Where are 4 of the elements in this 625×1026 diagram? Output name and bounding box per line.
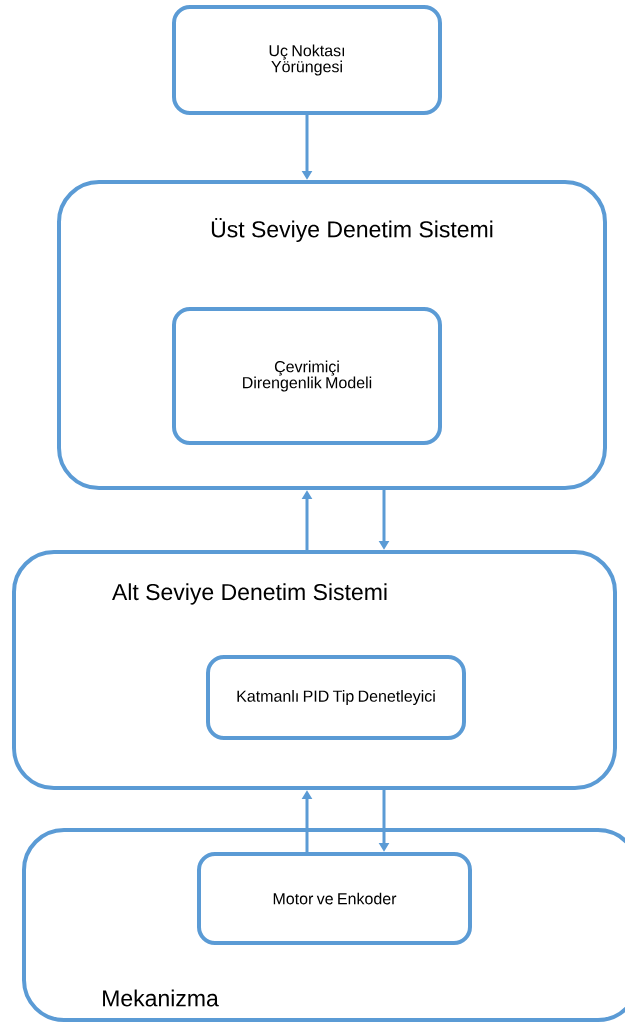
process-box: Katmanlı PID Tip Denetleyici — [206, 655, 466, 740]
process-box: Çevrimiçi Direngenlik Modeli — [172, 307, 442, 445]
process-box: Motor ve Enkoder — [197, 852, 472, 945]
process-box: Uç Noktası Yörüngesi — [172, 5, 442, 115]
